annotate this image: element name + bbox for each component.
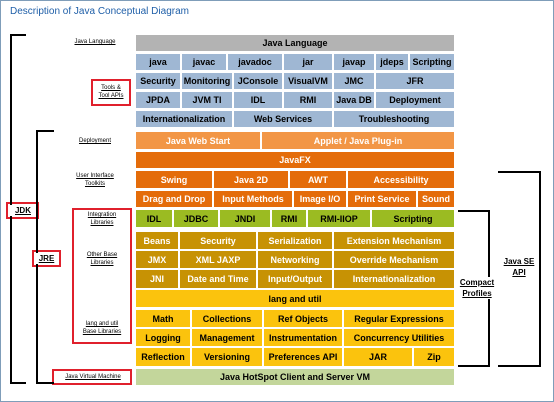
row-label-tools-tool-apis[interactable]: Tools & Tool APIs: [98, 85, 124, 99]
tools-highlight-box: [91, 79, 131, 106]
cell-drag-and-drop[interactable]: Drag and Drop: [135, 190, 213, 208]
cell-networking[interactable]: Networking: [257, 250, 333, 269]
cell-javap[interactable]: javap: [333, 53, 375, 71]
cell-javafx[interactable]: JavaFX: [135, 151, 455, 169]
row-label-lang-util-base-libraries[interactable]: lang and util Base Libraries: [82, 321, 122, 335]
jdk-bracket-top: [10, 34, 26, 36]
cell-troubleshooting[interactable]: Troubleshooting: [333, 110, 455, 128]
cell-rmi[interactable]: RMI: [271, 209, 307, 228]
cell-jndi[interactable]: JNDI: [219, 209, 271, 228]
cell-visualvm[interactable]: VisualVM: [283, 72, 333, 90]
cell-deployment-tool[interactable]: Deployment: [375, 91, 455, 109]
cell-sound[interactable]: Sound: [417, 190, 455, 208]
cell-image-io[interactable]: Image I/O: [293, 190, 347, 208]
cell-rmi-tool[interactable]: RMI: [283, 91, 333, 109]
cell-internationalization[interactable]: Internationalization: [333, 269, 455, 289]
cell-extension-mechanism[interactable]: Extension Mechanism: [333, 231, 455, 250]
cell-javadoc[interactable]: javadoc: [227, 53, 283, 71]
cell-instrumentation[interactable]: Instrumentation: [263, 328, 343, 347]
row-label-java-virtual-machine[interactable]: Java Virtual Machine: [65, 374, 121, 380]
cell-awt[interactable]: AWT: [289, 170, 347, 189]
cell-java-2d[interactable]: Java 2D: [213, 170, 289, 189]
cell-preferences-api[interactable]: Preferences API: [263, 347, 343, 367]
libraries-highlight-box: [72, 208, 132, 344]
cell-management[interactable]: Management: [191, 328, 263, 347]
row-label-java-language[interactable]: Java Language: [74, 39, 116, 45]
compact-bracket-top: [458, 210, 490, 212]
cell-swing[interactable]: Swing: [135, 170, 213, 189]
cell-jmc[interactable]: JMC: [333, 72, 375, 90]
cell-java-web-start[interactable]: Java Web Start: [135, 131, 261, 150]
cell-jdeps[interactable]: jdeps: [375, 53, 409, 71]
cell-input-output[interactable]: Input/Output: [257, 269, 333, 289]
cell-web-services[interactable]: Web Services: [233, 110, 333, 128]
compact-profiles-label: Compact Profiles: [455, 277, 499, 299]
jdk-bracket-bottom: [10, 382, 26, 384]
cell-override-mechanism[interactable]: Override Mechanism: [333, 250, 455, 269]
row-label-deployment[interactable]: Deployment: [78, 138, 111, 144]
cell-monitoring[interactable]: Monitoring: [181, 72, 233, 90]
cell-idl[interactable]: IDL: [135, 209, 173, 228]
se-api-bracket-line: [539, 171, 541, 367]
diagram-title: Description of Java Conceptual Diagram: [10, 6, 189, 17]
cell-jar[interactable]: JAR: [343, 347, 413, 367]
cell-security-tool[interactable]: Security: [135, 72, 181, 90]
cell-zip[interactable]: Zip: [413, 347, 455, 367]
se-api-bracket-top: [498, 171, 541, 173]
jre-bracket-top: [36, 130, 54, 132]
cell-applet-plugin[interactable]: Applet / Java Plug-in: [261, 131, 455, 150]
cell-reflection[interactable]: Reflection: [135, 347, 191, 367]
cell-rmi-iiop[interactable]: RMI-IIOP: [307, 209, 371, 228]
cell-accessibility[interactable]: Accessibility: [347, 170, 455, 189]
row-label-ui-toolkits[interactable]: User Interface Toolkits: [76, 173, 114, 187]
cell-security[interactable]: Security: [179, 231, 257, 250]
cell-logging[interactable]: Logging: [135, 328, 191, 347]
cell-ref-objects[interactable]: Ref Objects: [263, 309, 343, 328]
cell-concurrency-utilities[interactable]: Concurrency Utilities: [343, 328, 455, 347]
cell-javac[interactable]: javac: [181, 53, 227, 71]
cell-java-language[interactable]: Java Language: [135, 34, 455, 52]
cell-internationalization-tool[interactable]: Internationalization: [135, 110, 233, 128]
cell-hotspot-vm[interactable]: Java HotSpot Client and Server VM: [135, 368, 455, 386]
jre-bracket-bottom: [36, 382, 54, 384]
cell-collections[interactable]: Collections: [191, 309, 263, 328]
cell-regular-expressions[interactable]: Regular Expressions: [343, 309, 455, 328]
se-api-bracket-bottom: [498, 365, 541, 367]
jvm-highlight-box: [52, 369, 132, 385]
cell-jdbc[interactable]: JDBC: [173, 209, 219, 228]
row-label-integration-libraries[interactable]: Integration Libraries: [87, 212, 117, 226]
cell-scripting-tool[interactable]: Scripting: [409, 53, 455, 71]
compact-bracket-bottom: [458, 365, 490, 367]
cell-xml-jaxp[interactable]: XML JAXP: [179, 250, 257, 269]
jre-highlight-box: [32, 250, 61, 267]
cell-java-db[interactable]: Java DB: [333, 91, 375, 109]
cell-jar[interactable]: jar: [283, 53, 333, 71]
jdk-label: JDK: [9, 205, 37, 216]
row-label-other-base-libraries[interactable]: Other Base Libraries: [86, 252, 118, 266]
cell-scripting[interactable]: Scripting: [371, 209, 455, 228]
jre-label: JRE: [34, 253, 59, 264]
cell-jfr[interactable]: JFR: [375, 72, 455, 90]
cell-print-service[interactable]: Print Service: [347, 190, 417, 208]
cell-date-and-time[interactable]: Date and Time: [179, 269, 257, 289]
cell-jpda[interactable]: JPDA: [135, 91, 181, 109]
cell-java[interactable]: java: [135, 53, 181, 71]
cell-input-methods[interactable]: Input Methods: [213, 190, 293, 208]
cell-versioning[interactable]: Versioning: [191, 347, 263, 367]
cell-serialization[interactable]: Serialization: [257, 231, 333, 250]
jdk-highlight-box: [6, 202, 39, 219]
cell-idl-tool[interactable]: IDL: [233, 91, 283, 109]
cell-math[interactable]: Math: [135, 309, 191, 328]
cell-lang-and-util[interactable]: lang and util: [135, 289, 455, 308]
cell-jni[interactable]: JNI: [135, 269, 179, 289]
cell-beans[interactable]: Beans: [135, 231, 179, 250]
cell-jmx[interactable]: JMX: [135, 250, 179, 269]
java-se-api-label: Java SE API: [500, 256, 538, 278]
cell-jconsole[interactable]: JConsole: [233, 72, 283, 90]
cell-jvm-ti[interactable]: JVM TI: [181, 91, 233, 109]
